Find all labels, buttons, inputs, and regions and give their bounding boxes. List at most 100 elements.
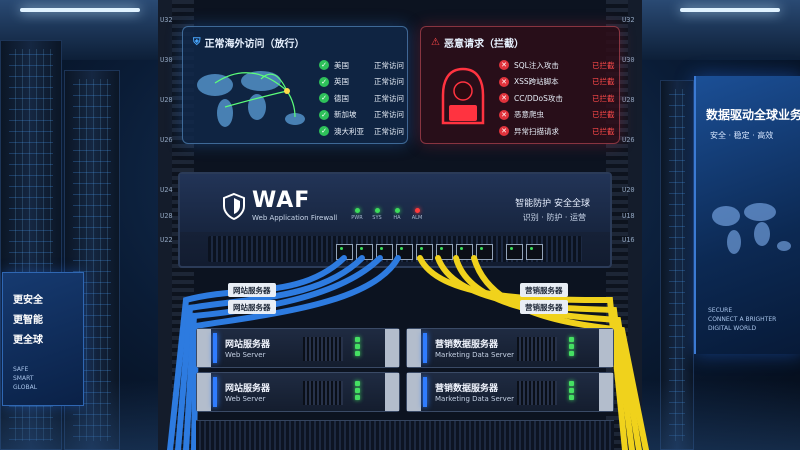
server-subtitle: Web Server bbox=[225, 395, 266, 403]
allowed-status: 正常访问 bbox=[374, 93, 404, 103]
server-handle[interactable] bbox=[407, 329, 421, 367]
server-name: 网站服务器 bbox=[225, 384, 271, 394]
status-led bbox=[394, 208, 400, 213]
left-billboard-line: 更智能 bbox=[13, 315, 43, 326]
close-icon: ✕ bbox=[499, 109, 509, 120]
blocked-panel-title: ⚠ 恶意请求（拦截） bbox=[431, 35, 524, 50]
server-grill bbox=[517, 381, 557, 405]
rack-unit-label: U28 bbox=[160, 212, 173, 220]
indicator-label: HA bbox=[393, 215, 401, 221]
allowed-country: 美国 bbox=[334, 60, 349, 70]
server-subtitle: Marketing Data Server bbox=[435, 395, 515, 403]
allowed-country: 澳大利亚 bbox=[334, 126, 364, 136]
server-handle[interactable] bbox=[599, 373, 613, 411]
right-billboard-title: 数据驱动全球业务 bbox=[706, 108, 800, 122]
ethernet-port[interactable] bbox=[436, 244, 453, 260]
rack-unit-label: U28 bbox=[160, 96, 173, 104]
left-billboard-english-line: SAFE bbox=[13, 366, 29, 373]
allowed-panel-title-text: 正常海外访问（放行） bbox=[204, 39, 305, 50]
rack-unit-label: U26 bbox=[622, 136, 635, 144]
ethernet-port[interactable] bbox=[456, 244, 473, 260]
status-led bbox=[414, 208, 420, 213]
right-billboard: 数据驱动全球业务 安全 · 稳定 · 高效 SECURE CONNECT A B… bbox=[694, 76, 800, 354]
server-indicator-strip bbox=[213, 377, 217, 407]
waf-faceplate bbox=[180, 174, 610, 232]
ceiling-light bbox=[20, 8, 140, 12]
server-handle[interactable] bbox=[599, 329, 613, 367]
blocked-list-item: ✕CC/DDoS攻击已拦截 bbox=[499, 90, 615, 107]
blocked-status: 已拦截 bbox=[592, 60, 615, 70]
blocked-status: 已拦截 bbox=[592, 126, 615, 136]
check-icon: ✓ bbox=[319, 109, 329, 120]
ethernet-port[interactable] bbox=[396, 244, 413, 260]
rack-unit-label: U20 bbox=[622, 186, 635, 194]
cable-tag: 网站服务器 bbox=[228, 283, 276, 297]
left-billboard-english-line: GLOBAL bbox=[13, 384, 38, 391]
server-grill bbox=[303, 381, 343, 405]
marketing-data-server: 营销数据服务器 Marketing Data Server bbox=[406, 328, 614, 368]
allowed-list-item: ✓新加坡正常访问 bbox=[319, 107, 404, 124]
blocked-attack: 异常扫描请求 bbox=[514, 126, 559, 136]
hacker-icon bbox=[441, 67, 485, 125]
web-server: 网站服务器 Web Server bbox=[196, 372, 400, 412]
rack-unit-label: U22 bbox=[160, 236, 173, 244]
blue-cable bbox=[191, 255, 401, 450]
web-server: 网站服务器 Web Server bbox=[196, 328, 400, 368]
server-grill bbox=[517, 337, 557, 361]
status-led bbox=[374, 208, 380, 213]
world-map-icon bbox=[712, 203, 791, 254]
left-billboard-line: 更全球 bbox=[13, 335, 43, 346]
allowed-status: 正常访问 bbox=[374, 110, 404, 120]
server-handle[interactable] bbox=[197, 329, 211, 367]
close-icon: ✕ bbox=[499, 60, 509, 71]
allowed-status: 正常访问 bbox=[374, 126, 404, 136]
server-handle[interactable] bbox=[197, 373, 211, 411]
right-billboard-english-line: DIGITAL WORLD bbox=[708, 325, 757, 332]
left-billboard-english-line: SMART bbox=[13, 375, 34, 382]
server-leds bbox=[569, 337, 577, 358]
indicator-label: SYS bbox=[372, 215, 382, 221]
ethernet-port[interactable] bbox=[506, 244, 523, 260]
allowed-panel-title: ⛨ 正常海外访问（放行） bbox=[193, 35, 305, 50]
close-icon: ✕ bbox=[499, 76, 509, 87]
allowed-status: 正常访问 bbox=[374, 77, 404, 87]
right-billboard-english-line: SECURE bbox=[708, 307, 733, 314]
server-subtitle: Web Server bbox=[225, 351, 266, 359]
allowed-list-item: ✓德国正常访问 bbox=[319, 90, 404, 107]
blocked-traffic-panel: ⚠ 恶意请求（拦截） ✕SQL注入攻击已拦截 ✕XSS跨站脚本已拦截 ✕CC/D… bbox=[420, 26, 620, 144]
check-icon: ✓ bbox=[319, 126, 329, 137]
rack-unit-label: U30 bbox=[160, 56, 173, 64]
server-handle[interactable] bbox=[385, 329, 399, 367]
server-name: 营销数据服务器 bbox=[435, 384, 499, 394]
rack-unit-label: U16 bbox=[622, 236, 635, 244]
lower-rack-unit bbox=[196, 420, 614, 450]
rack-unit-label: U18 bbox=[622, 212, 635, 220]
usb-port[interactable] bbox=[526, 244, 543, 260]
blocked-list-item: ✕ SQL注入攻击 已拦截 bbox=[499, 57, 615, 74]
shield-icon: ⛨ bbox=[193, 37, 201, 48]
server-handle[interactable] bbox=[385, 373, 399, 411]
allowed-list-item: ✓美国正常访问 bbox=[319, 57, 404, 74]
left-billboard: 更安全 更智能 更全球 SAFE SMART GLOBAL bbox=[2, 272, 84, 406]
waf-indicator: SYS bbox=[366, 208, 388, 221]
blocked-status: 已拦截 bbox=[592, 93, 615, 103]
server-grill bbox=[303, 337, 343, 361]
server-handle[interactable] bbox=[407, 373, 421, 411]
close-icon: ✕ bbox=[499, 126, 509, 137]
server-name: 营销数据服务器 bbox=[435, 340, 499, 350]
server-indicator-strip bbox=[423, 333, 427, 363]
blocked-attack: SQL注入攻击 bbox=[514, 60, 559, 70]
rack-unit-label: U26 bbox=[160, 136, 173, 144]
ceiling-light bbox=[680, 8, 780, 12]
ethernet-port[interactable] bbox=[476, 244, 493, 260]
rack-unit-label: U32 bbox=[160, 16, 173, 24]
blocked-attack: 恶意爬虫 bbox=[514, 110, 544, 120]
right-billboard-english: SECURE CONNECT A BRIGHTER DIGITAL WORLD bbox=[708, 306, 776, 333]
blocked-list-item: ✕XSS跨站脚本已拦截 bbox=[499, 74, 615, 91]
rack-unit-label: U28 bbox=[622, 96, 635, 104]
cable-tag: 营销服务器 bbox=[520, 300, 568, 314]
allowed-list-item: ✓英国正常访问 bbox=[319, 74, 404, 91]
warning-icon: ⚠ bbox=[431, 37, 440, 48]
waf-slogan-sub: 识别 · 防护 · 运营 bbox=[522, 213, 586, 222]
